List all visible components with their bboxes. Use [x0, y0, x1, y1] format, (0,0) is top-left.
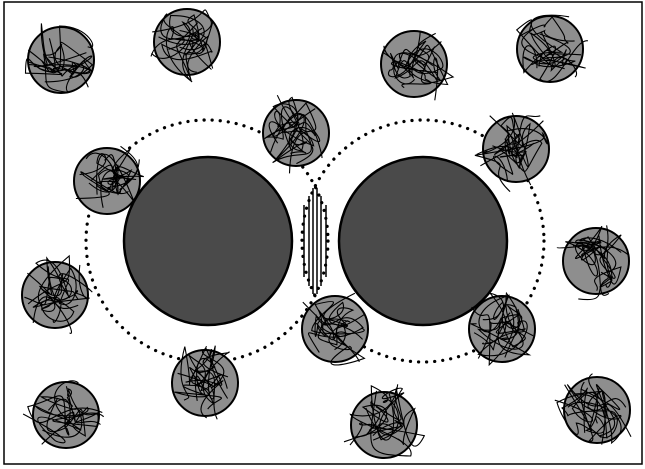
polymer-coil [262, 94, 330, 174]
polymer-coil [468, 292, 536, 367]
polymer-strand [34, 405, 101, 445]
polymer-strand [561, 387, 632, 437]
polymer-strand [349, 422, 404, 446]
polymer-strand [343, 407, 416, 445]
polymer-core [380, 30, 448, 98]
polymer-strand [477, 308, 528, 357]
polymer-strand [40, 273, 75, 323]
polymer-strand [308, 313, 364, 353]
polymer-strand [27, 254, 71, 323]
polymer-coil [343, 384, 426, 459]
polymer-strand [572, 234, 622, 296]
polymer-coil [301, 292, 369, 366]
polymer-coil [73, 145, 144, 215]
polymer-strand [40, 266, 90, 310]
polymer-strand [273, 108, 316, 147]
polymer-coil [21, 254, 93, 334]
polymer-strand [180, 346, 229, 401]
polymer-coil [150, 8, 221, 83]
polymer-strand [321, 323, 366, 366]
polymer-strand [88, 164, 121, 193]
polymer-strand [32, 264, 88, 310]
polymer-strand [521, 29, 586, 69]
polymer-strand [165, 26, 214, 83]
polymer-coil [474, 112, 550, 193]
polymer-strand [365, 385, 400, 441]
large-particle-left [122, 155, 294, 327]
polymer-coil [171, 345, 239, 420]
polymer-strand [530, 32, 582, 60]
large-particle-right [337, 155, 509, 327]
depletion-zone-right [300, 118, 546, 364]
polymer-coil [554, 373, 632, 445]
polymer-strand [177, 354, 228, 392]
polymer-strand [573, 381, 622, 442]
polymer-strand [317, 309, 365, 348]
polymer-strand [161, 21, 214, 61]
polymer-strand [474, 128, 548, 193]
polymer-strand [500, 115, 541, 186]
polymer-strand [174, 384, 222, 410]
polymer-strand [52, 388, 99, 427]
polymer-coil [515, 14, 588, 83]
polymer-strand [323, 292, 356, 351]
depletion-zone-left [84, 118, 330, 364]
polymer-strand [27, 60, 79, 75]
polymer-strand [530, 14, 570, 70]
polymer-strand [33, 25, 94, 74]
polymer-strand [387, 31, 442, 78]
polymer-strand [579, 235, 622, 281]
polymer-strand [27, 395, 103, 424]
polymer-coil [380, 30, 455, 101]
polymer-coils [21, 8, 632, 459]
polymer-strand [191, 345, 230, 406]
polymer-strand [184, 14, 212, 70]
polymer-strand [64, 386, 105, 436]
polymer-coil [22, 380, 105, 449]
polymer-coil [24, 23, 95, 94]
polymer-strand [90, 154, 133, 196]
polymer-coil [556, 225, 630, 301]
polymer-strand [265, 102, 317, 174]
polymer-strand [317, 318, 352, 351]
polymer-strand [39, 396, 83, 438]
polymer-strand [566, 384, 627, 411]
polymer-strand [354, 386, 426, 447]
polymer-strand [85, 152, 144, 195]
polymer-strand [264, 96, 304, 152]
polymer-strand [349, 384, 412, 457]
polymer-strand [22, 380, 82, 444]
polymer-strand [578, 266, 622, 301]
polymer-strand [27, 256, 73, 334]
polymer-strand [276, 94, 316, 151]
polymer-strand [471, 305, 526, 367]
polymer-strand [575, 225, 603, 261]
polymer-strand [272, 130, 312, 164]
polymer-strand [567, 384, 622, 445]
polymer-strand [24, 276, 79, 306]
polymer-strand [518, 16, 569, 66]
overlap-hatching [303, 188, 327, 294]
polymer-strand [554, 391, 605, 434]
polymer-strand [394, 48, 444, 83]
